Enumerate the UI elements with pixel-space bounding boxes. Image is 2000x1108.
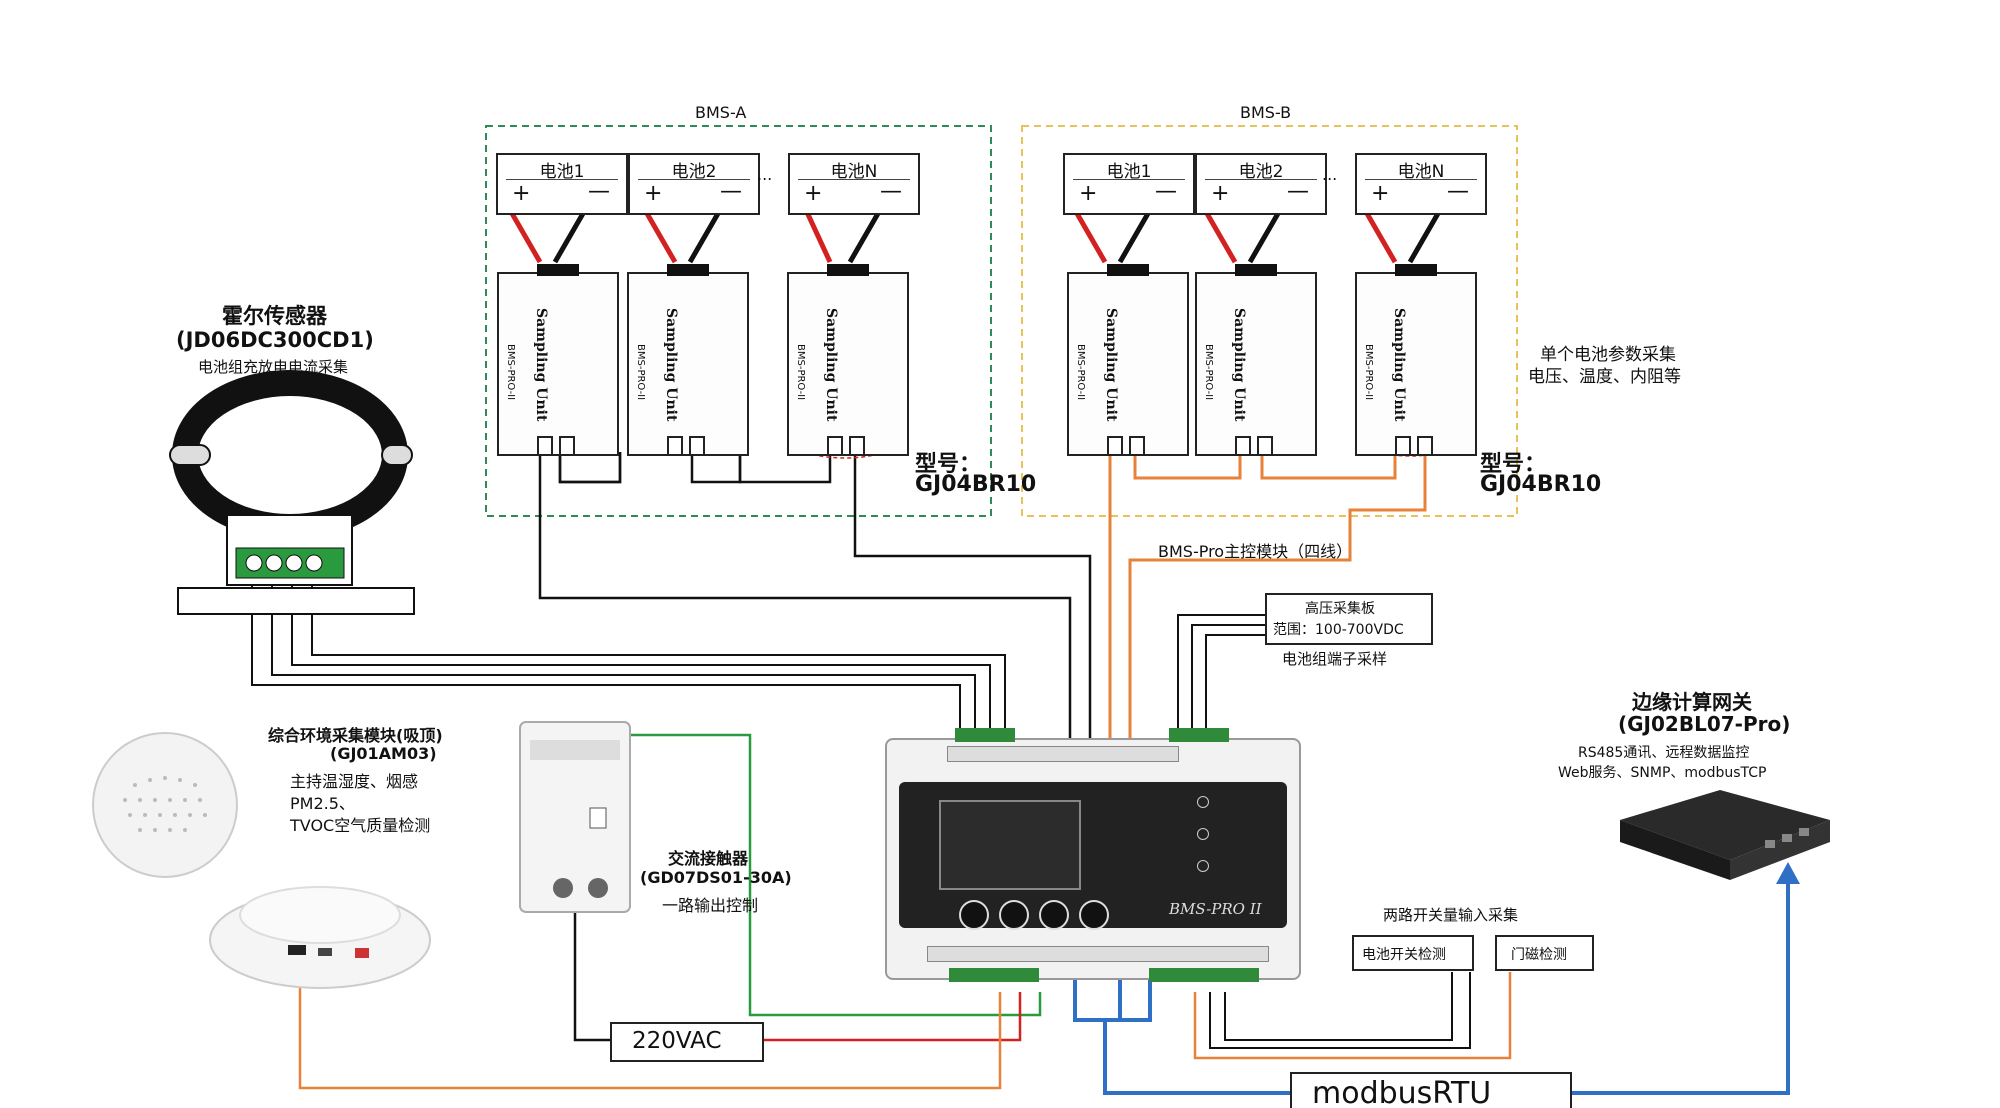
battery-b2: 电池2+—	[1195, 153, 1327, 215]
model-a: GJ04BR10	[915, 472, 1037, 497]
contactor-model: (GD07DS01-30A)	[640, 868, 792, 887]
sampling-unit-bn: Sampling Unit BMS-PRO-II	[1355, 264, 1477, 456]
unit-text: Sampling Unit	[663, 308, 679, 422]
hall-sensor-desc: 电池组充放电电流采集	[198, 358, 349, 376]
voltage-board: 高压采集板 范围：100-700VDC	[1265, 593, 1433, 645]
hall-sensor-title: 霍尔传感器	[222, 304, 327, 328]
per-battery-note-2: 电压、温度、内阻等	[1528, 367, 1681, 387]
battery-b1: 电池1+—	[1063, 153, 1195, 215]
env-sensor-line1: 主持温湿度、烟感	[290, 772, 419, 791]
hall-sensor-model: (JD06DC300CD1)	[176, 328, 374, 352]
sampling-unit-b1: Sampling Unit BMS-PRO-II	[1067, 264, 1189, 456]
ellipsis-b: ...	[1322, 165, 1338, 184]
unit-side: BMS-PRO-II	[1203, 344, 1214, 401]
power-220vac: 220VAC	[610, 1022, 764, 1062]
group-a-label: BMS-A	[695, 103, 747, 122]
lcd-screen	[939, 800, 1081, 890]
bms-a-frame	[485, 125, 992, 517]
battery-an: 电池N+—	[788, 153, 920, 215]
input-item-label: 门磁检测	[1511, 947, 1567, 963]
env-sensor-line2: PM2.5、	[290, 794, 355, 813]
sampling-unit-a2: Sampling Unit BMS-PRO-II	[627, 264, 749, 456]
unit-text: Sampling Unit	[533, 308, 549, 422]
model-label-b: 型号：	[1480, 452, 1547, 477]
sampling-unit-an: Sampling Unit BMS-PRO-II	[787, 264, 909, 456]
unit-text: Sampling Unit	[1103, 308, 1119, 422]
power-label: 220VAC	[632, 1028, 722, 1054]
battery-name: 电池N	[830, 162, 878, 182]
device-brand: BMS-PRO II	[1169, 900, 1262, 918]
unit-side: BMS-PRO-II	[1363, 344, 1374, 401]
model-b: GJ04BR10	[1480, 472, 1602, 497]
gateway-line1: RS485通讯、远程数据监控	[1578, 745, 1750, 761]
battery-name: 电池1	[1106, 162, 1152, 182]
battery-switch-detect: 电池开关检测	[1352, 935, 1474, 971]
gateway-line2: Web服务、SNMP、modbusTCP	[1558, 765, 1767, 781]
door-magnet-detect: 门磁检测	[1495, 935, 1594, 971]
unit-text: Sampling Unit	[1391, 308, 1407, 422]
battery-a1: 电池1+—	[496, 153, 628, 215]
group-b-label: BMS-B	[1240, 103, 1292, 122]
contactor-desc: 一路输出控制	[662, 896, 759, 915]
voltage-caption: 电池组端子采样	[1282, 650, 1388, 668]
battery-name: 电池2	[1238, 162, 1284, 182]
sampling-unit-a1: Sampling Unit BMS-PRO-II	[497, 264, 619, 456]
unit-text: Sampling Unit	[823, 308, 839, 422]
model-label-a: 型号：	[915, 452, 982, 477]
contactor-title: 交流接触器	[668, 849, 749, 868]
unit-text: Sampling Unit	[1231, 308, 1247, 422]
bms-pro-bus-label: BMS-Pro主控模块（四线）	[1158, 542, 1353, 561]
modbus-label: modbusRTU	[1312, 1076, 1492, 1108]
ellipsis-a: ...	[757, 165, 773, 184]
env-sensor-title: 综合环境采集模块(吸顶)	[268, 726, 443, 745]
per-battery-note-1: 单个电池参数采集	[1540, 345, 1676, 365]
unit-side: BMS-PRO-II	[795, 344, 806, 401]
gateway-model: (GJ02BL07-Pro)	[1618, 712, 1791, 736]
battery-name: 电池2	[671, 162, 717, 182]
controller-front-panel: BMS-PRO II	[899, 782, 1287, 930]
unit-side: BMS-PRO-II	[635, 344, 646, 401]
battery-bn: 电池N+—	[1355, 153, 1487, 215]
battery-name: 电池1	[539, 162, 585, 182]
battery-a2: 电池2+—	[628, 153, 760, 215]
voltage-board-line2: 范围：100-700VDC	[1273, 622, 1404, 638]
voltage-board-line1: 高压采集板	[1305, 601, 1375, 617]
sampling-unit-b2: Sampling Unit BMS-PRO-II	[1195, 264, 1317, 456]
unit-side: BMS-PRO-II	[1075, 344, 1086, 401]
env-sensor-model: (GJ01AM03)	[330, 744, 437, 763]
env-sensor-line3: TVOC空气质量检测	[290, 816, 431, 835]
bms-pro-controller: BMS-PRO II	[885, 728, 1301, 982]
unit-side: BMS-PRO-II	[505, 344, 516, 401]
modbus-rtu-box: modbusRTU	[1290, 1072, 1572, 1108]
bms-b-frame	[1021, 125, 1518, 517]
battery-name: 电池N	[1397, 162, 1445, 182]
inputs-title: 两路开关量输入采集	[1383, 906, 1519, 924]
gateway-title: 边缘计算网关	[1632, 690, 1752, 714]
input-item-label: 电池开关检测	[1362, 947, 1446, 963]
